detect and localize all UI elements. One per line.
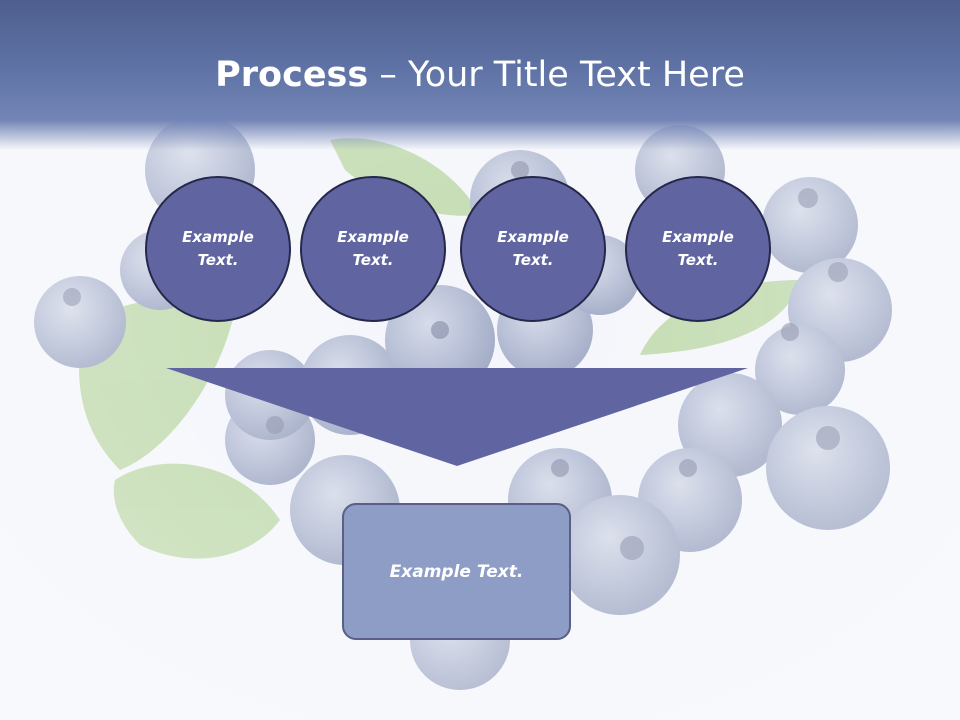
slide-title: Process – Your Title Text Here <box>0 52 960 98</box>
result-box-label: Example Text. <box>389 561 524 582</box>
title-bold-part: Process <box>215 55 369 95</box>
result-text-box[interactable]: Example Text. <box>342 503 571 640</box>
down-funnel-arrow[interactable] <box>166 368 748 466</box>
title-rest-part: – Your Title Text Here <box>368 55 745 95</box>
title-banner <box>0 0 960 150</box>
